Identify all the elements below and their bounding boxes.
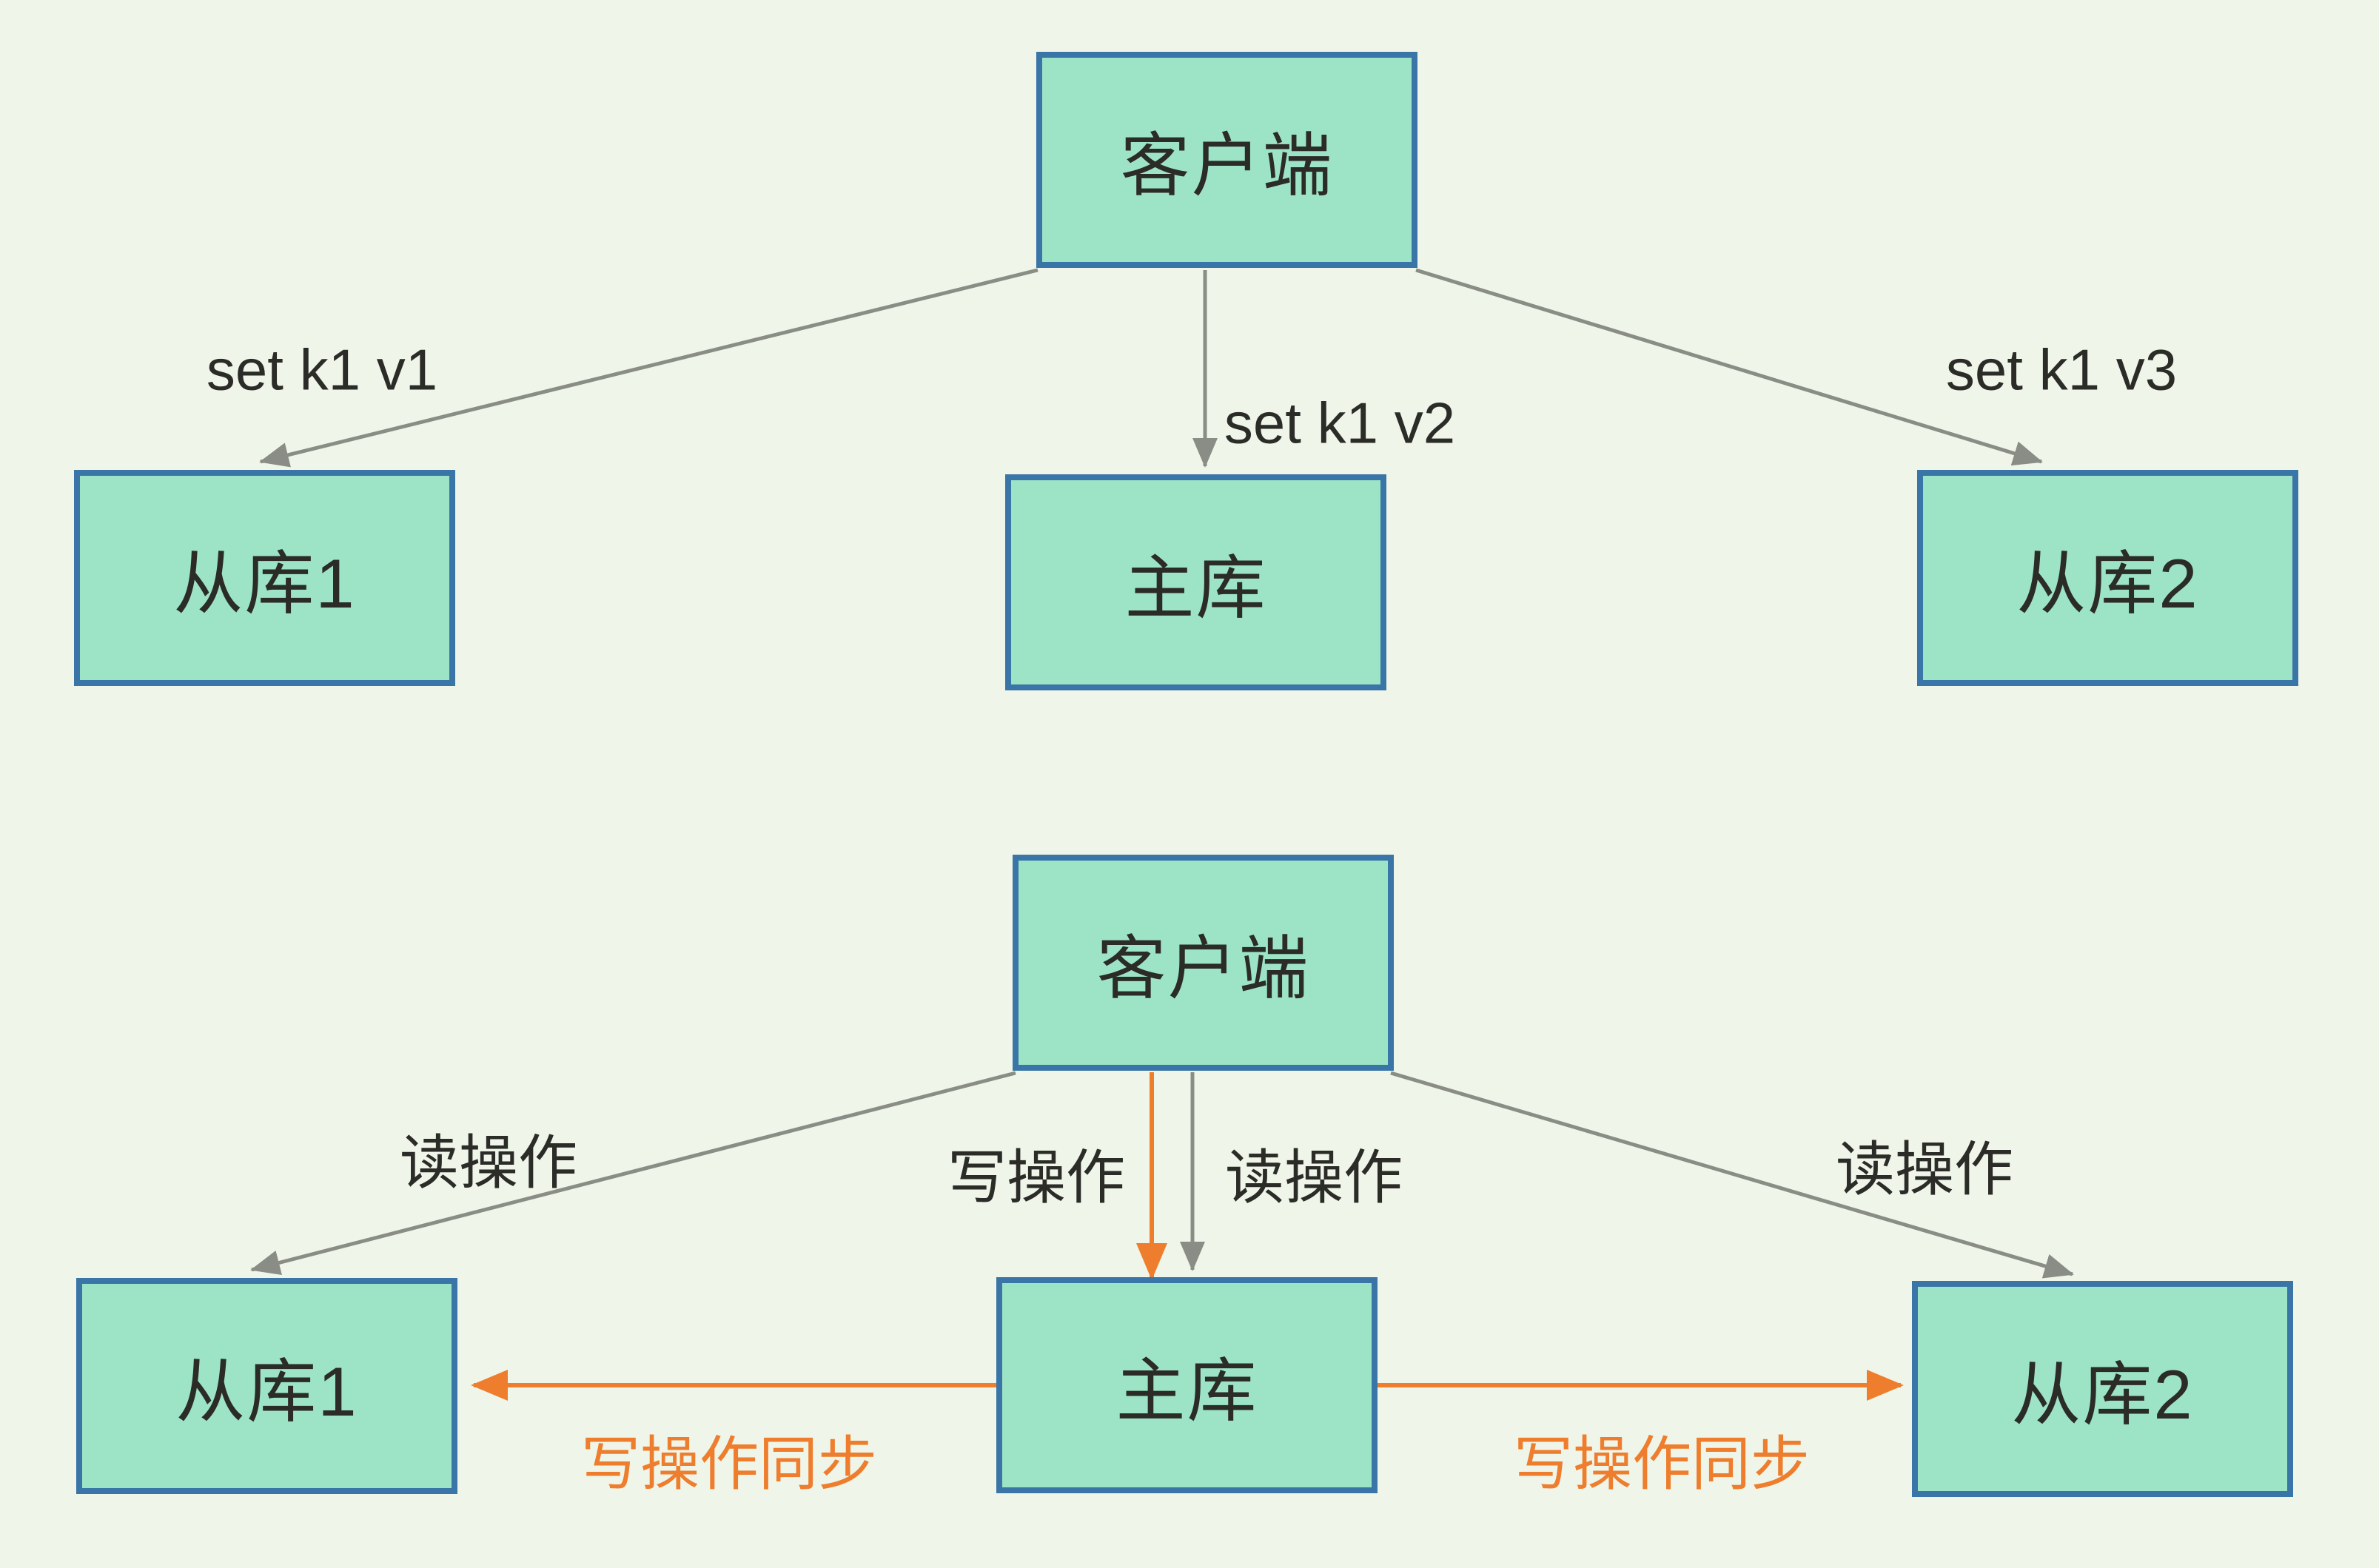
top-slave1-label: 从库1: [173, 545, 356, 622]
edge-bottom-client-slave1-read: [250, 1071, 1016, 1275]
bottom-client-node: 客户端: [1013, 855, 1394, 1071]
edge-label-write-sync-left: 写操作同步: [581, 1431, 877, 1497]
top-client-label: 客户端: [1120, 127, 1334, 204]
edge-label-write-master: 写操作: [947, 1145, 1125, 1211]
top-master-node: 主库: [1005, 474, 1386, 690]
bottom-slave1-node: 从库1: [76, 1278, 457, 1494]
top-slave1-node: 从库1: [74, 470, 455, 686]
edge-bottom-client-slave2-read: [1390, 1071, 2074, 1279]
edge-top-client-slave1: [259, 268, 1038, 468]
bottom-slave1-label: 从库1: [175, 1353, 358, 1430]
bottom-master-label: 主库: [1115, 1352, 1258, 1430]
edge-label-read-master: 读操作: [1225, 1145, 1403, 1211]
edge-label-write-sync-right: 写操作同步: [1514, 1431, 1810, 1497]
top-slave2-label: 从库2: [2016, 545, 2199, 622]
top-master-label: 主库: [1124, 549, 1267, 627]
bottom-slave2-label: 从库2: [2011, 1356, 2194, 1433]
bottom-slave2-node: 从库2: [1912, 1281, 2293, 1497]
top-client-node: 客户端: [1036, 52, 1417, 268]
bottom-client-label: 客户端: [1096, 929, 1310, 1007]
edge-label-read-slave1: 读操作: [400, 1130, 577, 1196]
top-slave2-node: 从库2: [1917, 470, 2298, 686]
edge-label-set-k1-v2: set k1 v2: [1224, 390, 1456, 456]
edge-top-client-slave2: [1415, 268, 2043, 466]
edge-label-set-k1-v1: set k1 v1: [206, 337, 438, 403]
edge-label-set-k1-v3: set k1 v3: [1945, 337, 2178, 403]
bottom-master-node: 主库: [996, 1277, 1378, 1493]
edge-label-read-slave2: 读操作: [1836, 1137, 2013, 1202]
